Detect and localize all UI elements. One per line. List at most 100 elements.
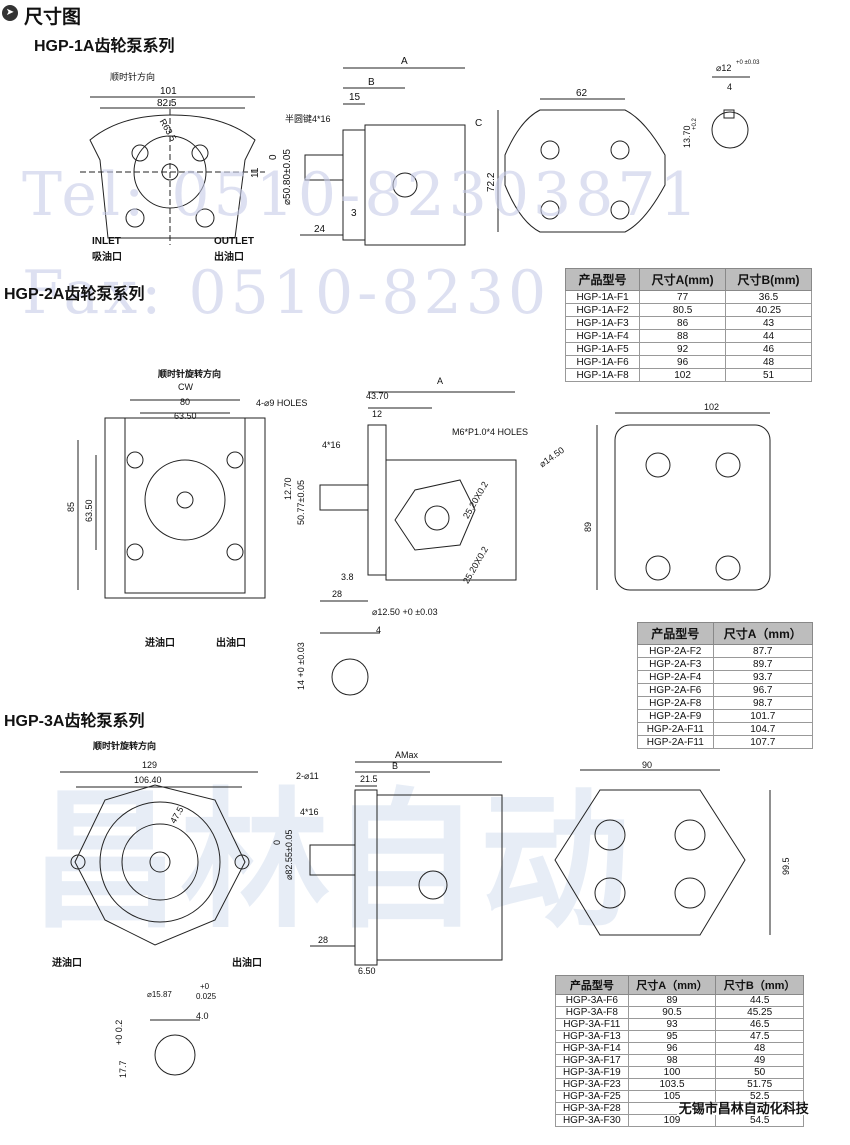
hgp2a-rear-view [596, 412, 771, 591]
fax-watermark: Fax: 0510-8230 [22, 258, 551, 328]
company-name-overlay: 无锡市昌林自动化科技 [676, 1101, 811, 1116]
dim-label: 6.50 [358, 966, 376, 976]
cell: 44 [725, 329, 812, 343]
column-header: 尺寸A（mm） [712, 622, 814, 645]
dim-label: 17.7 [118, 1060, 128, 1078]
inlet-label-cn: 进油口 [145, 638, 175, 649]
cell: 46 [725, 342, 812, 356]
dim-label: 12 [372, 409, 383, 419]
cell: 54.5 [715, 1114, 804, 1127]
cell: 103.5 [627, 1078, 717, 1091]
hgp2a-shaft-view [320, 632, 380, 696]
cell: HGP-1A-F6 [564, 355, 641, 369]
cell: HGP-3A-F28 [555, 1102, 629, 1115]
cell: 36.5 [725, 290, 812, 304]
section-title-3a: HGP-3A齿轮泵系列 [4, 713, 145, 730]
cell: 104.7 [712, 722, 814, 736]
cell: 107.7 [712, 735, 814, 749]
cell: HGP-2A-F6 [637, 683, 714, 697]
dim-label: 85 [66, 501, 76, 512]
cell: 43 [725, 316, 812, 330]
cell: 98 [627, 1054, 717, 1067]
cell: HGP-2A-F4 [637, 670, 714, 684]
dim-label: ⌀15.87 [147, 990, 172, 999]
dim-label: 14 +0 ±0.03 [296, 642, 306, 690]
dim-label: M6*P1.0*4 HOLES [452, 427, 529, 437]
cell: HGP-3A-F30 [555, 1114, 629, 1127]
dim-label: 24 [314, 224, 326, 235]
dim-label: 0.025 [196, 992, 217, 1001]
rotation-label: 顺时针方向 [110, 72, 156, 82]
dim-label: 63.50 [84, 499, 94, 522]
dim-label: 13.70 [682, 125, 692, 148]
hgp1a-shaft-view [711, 76, 750, 149]
bullet-arrow-icon: ➤ [2, 5, 18, 21]
cell: 47.5 [715, 1030, 804, 1043]
cell: 89.7 [712, 657, 814, 671]
inlet-label: INLET [92, 236, 121, 247]
cell: 102 [639, 368, 727, 382]
column-header: 产品型号 [637, 622, 714, 645]
cell: 86 [639, 316, 727, 330]
dim-label: 2-⌀11 [296, 771, 319, 781]
outlet-label-cn: 出油口 [216, 638, 246, 649]
hgp3a-shaft-view [150, 1019, 200, 1076]
dim-label: 99.5 [781, 857, 791, 875]
cell: 88 [639, 329, 727, 343]
cell: HGP-3A-F25 [555, 1090, 629, 1103]
cell: 90.5 [627, 1006, 717, 1019]
dim-label: 4 [727, 82, 733, 92]
dim-label: CW [178, 382, 193, 392]
dim-label: 4*16 [322, 440, 341, 450]
hgp2a-side-view [319, 391, 517, 602]
dim-label: 4.0 [196, 1011, 209, 1021]
inlet-label-cn: 吸油口 [92, 252, 122, 263]
section-title-2a: HGP-2A齿轮泵系列 [4, 286, 145, 303]
dim-label: 11 [250, 167, 261, 178]
outlet-label-cn: 出油口 [232, 958, 262, 969]
cell: 101.7 [712, 709, 814, 723]
cell: 92 [639, 342, 727, 356]
dim-label: 90 [642, 760, 653, 770]
dim-label: 4*16 [300, 807, 319, 817]
cell: HGP-2A-F3 [637, 657, 714, 671]
column-header: 尺寸B（mm） [715, 975, 804, 995]
cell: HGP-2A-F8 [637, 696, 714, 710]
cell: HGP-1A-F5 [564, 342, 641, 356]
dim-label: A [401, 56, 408, 67]
hgp1a-side-view [300, 67, 466, 246]
dim-label: 4-⌀9 HOLES [256, 398, 308, 408]
dim-label: 21.5 [360, 774, 378, 784]
cell: 77 [639, 290, 727, 304]
dim-label: +0 ±0.03 [736, 60, 760, 66]
cell: HGP-3A-F6 [555, 994, 629, 1007]
cell: 46.5 [715, 1018, 804, 1031]
cell: HGP-1A-F2 [564, 303, 641, 317]
cell: 48 [715, 1042, 804, 1055]
dim-label: 4 [376, 625, 382, 635]
dim-label: 102 [704, 402, 720, 412]
cell: 40.25 [725, 303, 812, 317]
rotation-label: 顺时针旋转方向 [158, 369, 222, 379]
column-header: 产品型号 [564, 268, 641, 291]
dim-label: 3 [351, 208, 357, 219]
section-title-1a: HGP-1A齿轮泵系列 [34, 38, 175, 55]
outlet-label-cn: 出油口 [214, 252, 244, 263]
